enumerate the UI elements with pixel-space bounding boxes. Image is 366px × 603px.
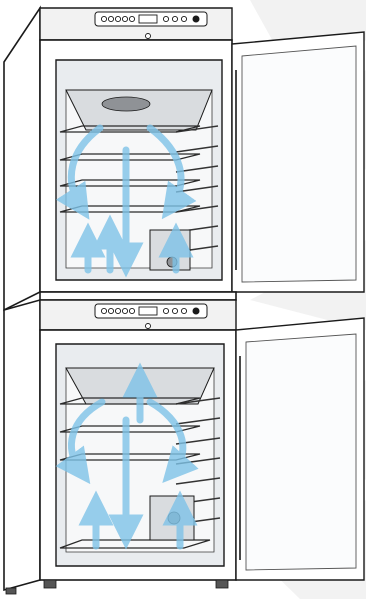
adjustable-foot-icon (216, 580, 228, 588)
feet (6, 580, 228, 594)
lower-door (236, 318, 364, 580)
adjustable-foot-icon (6, 588, 16, 594)
fan-icon (102, 97, 150, 111)
lower-unit (4, 300, 364, 590)
upper-unit (4, 8, 364, 310)
unit-divider (40, 292, 236, 300)
adjustable-foot-icon (44, 580, 56, 588)
upper-cabinet-side (4, 8, 40, 310)
upper-fan-housing (150, 230, 190, 270)
lower-cabinet-side (4, 300, 40, 590)
lower-fan-housing (150, 496, 194, 540)
upper-door (232, 32, 364, 292)
